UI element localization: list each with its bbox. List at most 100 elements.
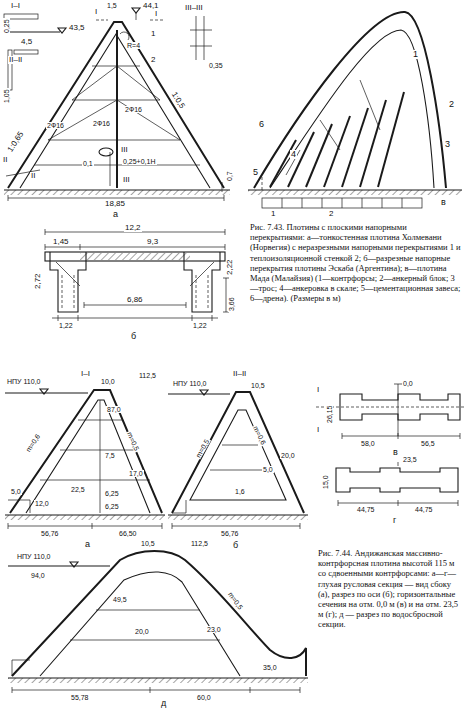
dimension-label: 5 xyxy=(252,168,259,177)
dimension-label: 1:0,5 xyxy=(169,90,186,111)
dimension-label: 26,15 xyxy=(326,404,333,424)
dimension-label: б xyxy=(130,332,137,341)
dimension-label: 2 xyxy=(328,210,334,218)
dimension-label: 1,22 xyxy=(58,322,74,329)
dimension-label: 0,0 xyxy=(402,380,414,387)
dimension-label: а xyxy=(84,540,91,549)
dimension-label: б xyxy=(232,541,239,550)
dimension-label: 2 xyxy=(150,56,156,64)
dimension-label: НПУ 110,0 xyxy=(6,378,41,385)
dimension-label: НПУ 110,0 xyxy=(16,553,51,560)
dimension-label: 56,76 xyxy=(220,530,240,537)
dimension-label: 3 xyxy=(444,140,451,149)
andijan-blind-section-side xyxy=(5,389,165,529)
dimension-label: 18,85 xyxy=(104,200,126,208)
figure-caption: Рис. 7.43. Плотины с плоскими напорными … xyxy=(250,222,462,304)
dimension-label: 12,0 xyxy=(34,500,50,507)
escaba-slab-plan xyxy=(45,229,229,321)
dimension-label: 1,5 xyxy=(106,2,118,9)
dimension-label: 2,72 xyxy=(34,272,42,290)
dimension-label: 49,5 xyxy=(112,596,128,603)
dimension-label: 43,5 xyxy=(68,24,86,32)
dimension-label: II–II xyxy=(8,56,23,64)
dimension-label: III–III xyxy=(184,4,204,12)
holmevann-dam-section xyxy=(4,8,230,201)
dimension-label: 6,86 xyxy=(126,296,144,304)
dimension-label: 6,25 xyxy=(104,490,120,497)
dimension-label: m=0,6 xyxy=(24,432,42,454)
dimension-label: 6,25 xyxy=(104,503,120,510)
dimension-label: II xyxy=(2,156,8,164)
dimension-label: 1,22 xyxy=(192,322,208,329)
dimension-label: 2,22 xyxy=(226,258,234,276)
dimension-label: 5,0 xyxy=(262,466,274,473)
dimension-label: 44,75 xyxy=(414,506,434,513)
dimension-label: 1 xyxy=(150,30,156,38)
dimension-label: 0,1 xyxy=(82,160,94,167)
dimension-label: 2Ф16 xyxy=(92,120,111,127)
dimension-label: 10,5 xyxy=(250,382,266,389)
dimension-label: 56,76 xyxy=(40,530,60,537)
dimension-label: 94,0 xyxy=(30,572,46,579)
dimension-label: 6 xyxy=(258,120,265,129)
mada-dam-section xyxy=(248,12,462,208)
dimension-label: R=4 xyxy=(126,42,141,49)
dimension-label: 35,0 xyxy=(262,664,278,671)
dimension-label: I xyxy=(94,8,98,16)
dimension-label: в xyxy=(440,198,447,207)
dimension-label: 9,3 xyxy=(146,238,159,246)
dimension-label: 4,5 xyxy=(20,38,33,46)
figure-caption: Рис. 7.44. Андижанская массивно-контрфор… xyxy=(318,548,464,630)
dimension-label: II xyxy=(30,172,36,180)
dimension-label: II–II xyxy=(232,370,247,378)
dimension-label: I–I xyxy=(10,2,21,10)
dimension-label: 1,05 xyxy=(3,88,10,104)
dimension-label: 12,2 xyxy=(124,224,142,232)
dimension-label: III xyxy=(120,146,129,154)
dimension-label: 66,50 xyxy=(118,530,138,537)
dimension-label: 22,5 xyxy=(70,486,86,493)
dimension-label: 4 xyxy=(290,150,297,159)
dimension-label: 56,5 xyxy=(420,440,436,447)
dimension-label: 1,45 xyxy=(52,238,70,246)
dimension-label: 58,0 xyxy=(360,440,376,447)
dimension-label: 3,66 xyxy=(228,296,235,312)
andijan-spillway-section xyxy=(8,551,308,693)
horizontal-section-23-5 xyxy=(336,462,458,506)
dimension-label: 112,5 xyxy=(138,372,157,379)
dimension-label: I xyxy=(154,10,158,18)
dimension-label: I xyxy=(316,426,320,434)
dimension-label: 20,0 xyxy=(134,628,150,635)
dimension-label: 2Ф16 xyxy=(124,106,143,113)
dimension-label: I xyxy=(316,386,320,394)
dimension-label: а xyxy=(112,210,119,219)
dimension-label: 0,7 xyxy=(226,170,233,182)
dimension-label: 44,1 xyxy=(142,2,160,10)
dimension-label: 23,5 xyxy=(402,456,418,463)
dimension-label: 55,78 xyxy=(70,694,90,701)
dimension-label: 20,0 xyxy=(280,452,296,459)
dimension-label: 44,75 xyxy=(356,506,376,513)
dimension-label: 5,0 xyxy=(10,488,22,495)
dimension-label: НПУ 110,0 xyxy=(172,380,207,387)
dimension-label: 23,0 xyxy=(206,626,222,633)
andijan-blind-section-axis xyxy=(168,390,308,529)
dimension-label: 0,35 xyxy=(208,62,224,69)
dimension-label: 15,0 xyxy=(322,474,329,490)
dimension-label: 0,25 xyxy=(3,18,10,34)
dimension-label: m=0,5 xyxy=(226,590,244,612)
dimension-label: 0,25+0,1Н xyxy=(122,158,157,165)
dimension-label: III xyxy=(122,176,131,184)
dimension-label: г xyxy=(392,516,397,525)
dimension-label: 1:0,65 xyxy=(6,130,26,155)
dimension-label: 1,6 xyxy=(234,488,246,495)
dimension-label: m=0,5 xyxy=(126,430,141,453)
dimension-label: д xyxy=(160,699,167,708)
dimension-label: 10,0 xyxy=(100,378,116,385)
dimension-label: 2Ф16 xyxy=(46,122,65,129)
dimension-label: 2 xyxy=(448,100,455,109)
dimension-label: 1 xyxy=(412,50,419,59)
dimension-label: 87,0 xyxy=(106,406,122,413)
dimension-label: 17,0 xyxy=(128,470,144,477)
horizontal-section-0 xyxy=(316,384,464,439)
